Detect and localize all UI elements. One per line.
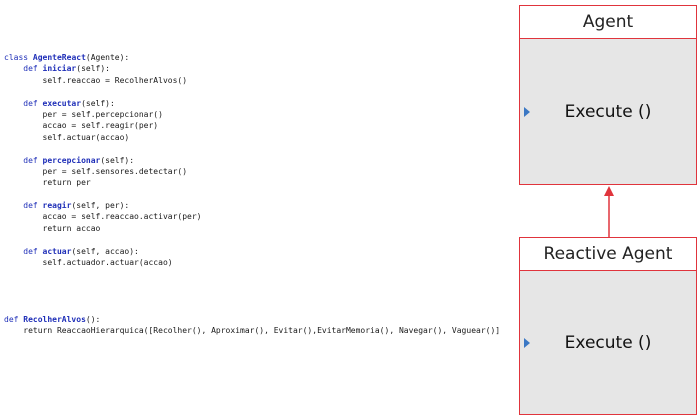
code-token: (self): xyxy=(76,64,110,74)
inheritance-arrow-head xyxy=(604,186,614,196)
code-token: return accao xyxy=(4,223,101,233)
code-line: accao = self.reagir(per) xyxy=(4,120,500,131)
code-line xyxy=(4,303,500,314)
code-line: class AgenteReact(Agente): xyxy=(4,52,500,63)
code-token: def xyxy=(4,201,43,211)
agent-method: Execute () xyxy=(564,102,652,122)
play-marker-icon xyxy=(524,338,530,348)
play-marker-icon xyxy=(524,107,530,117)
code-token: iniciar xyxy=(42,64,77,74)
code-token: def xyxy=(4,246,43,256)
code-line: def percepcionar(self): xyxy=(4,155,500,166)
code-line: def actuar(self, accao): xyxy=(4,246,500,257)
code-line xyxy=(4,280,500,291)
code-line xyxy=(4,268,500,279)
code-token: return ReaccaoHierarquica([Recolher(), A… xyxy=(4,326,501,336)
code-line: return per xyxy=(4,177,500,188)
code-token: self.actuar(accao) xyxy=(4,132,130,142)
reactive-agent-class-body: Execute () xyxy=(520,271,696,415)
code-token: accao = self.reagir(per) xyxy=(4,121,159,131)
code-token: (Agente): xyxy=(85,53,130,62)
code-token: per = self.sensores.detectar() xyxy=(4,166,188,176)
code-line: self.reaccao = RecolherAlvos() xyxy=(4,75,500,86)
code-token: RecolherAlvos xyxy=(23,314,86,324)
code-token: actuar xyxy=(42,246,72,256)
code-line xyxy=(4,143,500,154)
inheritance-arrow xyxy=(604,186,614,237)
code-token: self.actuador.actuar(accao) xyxy=(4,258,173,268)
code-line xyxy=(4,291,500,302)
agent-class-title: Agent xyxy=(520,6,696,39)
code-listing: class AgenteReact(Agente): def iniciar(s… xyxy=(4,52,500,337)
agent-class-body: Execute () xyxy=(520,39,696,185)
code-line: self.actuador.actuar(accao) xyxy=(4,257,500,268)
code-token: class xyxy=(4,53,33,62)
code-line: def executar(self): xyxy=(4,98,500,109)
code-line xyxy=(4,189,500,200)
agent-class-box: Agent Execute () xyxy=(519,5,697,185)
code-line: self.actuar(accao) xyxy=(4,132,500,143)
reactive-agent-class-title: Reactive Agent xyxy=(520,238,696,271)
code-token: def xyxy=(4,155,43,165)
code-token: (): xyxy=(85,314,101,324)
code-line: per = self.percepcionar() xyxy=(4,109,500,120)
code-token: per = self.percepcionar() xyxy=(4,109,163,119)
code-token: (self): xyxy=(100,155,135,165)
code-line xyxy=(4,86,500,97)
code-line: def RecolherAlvos(): xyxy=(4,314,500,325)
code-line xyxy=(4,234,500,245)
code-line: per = self.sensores.detectar() xyxy=(4,166,500,177)
reactive-agent-class-box: Reactive Agent Execute () xyxy=(519,237,697,415)
code-token: def xyxy=(4,64,43,74)
code-line: def reagir(self, per): xyxy=(4,200,500,211)
code-token: accao = self.reaccao.activar(per) xyxy=(4,212,202,222)
code-token: def xyxy=(4,98,43,108)
code-token: (self): xyxy=(81,98,115,108)
code-line: def iniciar(self): xyxy=(4,63,500,74)
code-token: return per xyxy=(4,178,91,188)
code-line: accao = self.reaccao.activar(per) xyxy=(4,211,500,222)
code-token: def xyxy=(4,314,24,324)
code-token: executar xyxy=(42,98,82,108)
code-line: return accao xyxy=(4,223,500,234)
code-token: percepcionar xyxy=(42,155,101,165)
reactive-agent-method: Execute () xyxy=(564,333,652,353)
code-token: AgenteReact xyxy=(32,53,86,62)
code-token: (self, accao): xyxy=(71,246,139,256)
code-token: self.reaccao = RecolherAlvos() xyxy=(4,75,188,85)
code-token: (self, per): xyxy=(71,201,130,211)
code-line: return ReaccaoHierarquica([Recolher(), A… xyxy=(4,325,500,336)
code-token: reagir xyxy=(42,201,72,211)
